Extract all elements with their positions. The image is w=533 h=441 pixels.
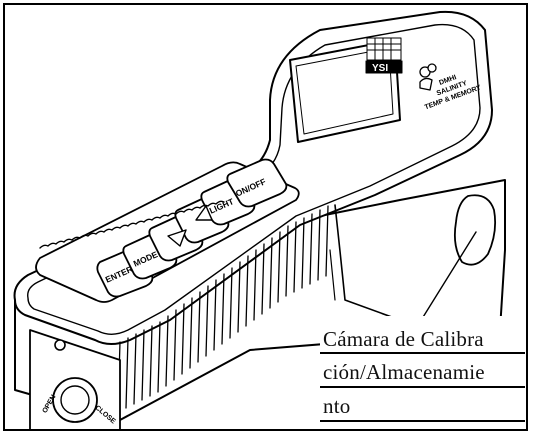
ysi-logo bbox=[365, 37, 403, 74]
callout-divider-2 bbox=[320, 386, 525, 388]
callout-leader bbox=[419, 231, 477, 323]
callout-divider-1 bbox=[320, 352, 525, 354]
callout-label-box: Cámara de Calibra ción/Almacenamie nto bbox=[320, 316, 525, 428]
callout-line-1: Cámara de Calibra bbox=[323, 327, 484, 351]
calibration-chamber bbox=[453, 194, 497, 266]
on-off-button bbox=[226, 158, 288, 208]
callout-divider-3 bbox=[320, 420, 525, 422]
up-triangle-icon bbox=[195, 205, 213, 221]
callout-line-2: ción/Almacenamie bbox=[323, 360, 485, 384]
callout-line-3: nto bbox=[323, 394, 351, 418]
down-triangle-icon bbox=[167, 229, 187, 247]
logo-text: YSI bbox=[372, 63, 388, 74]
